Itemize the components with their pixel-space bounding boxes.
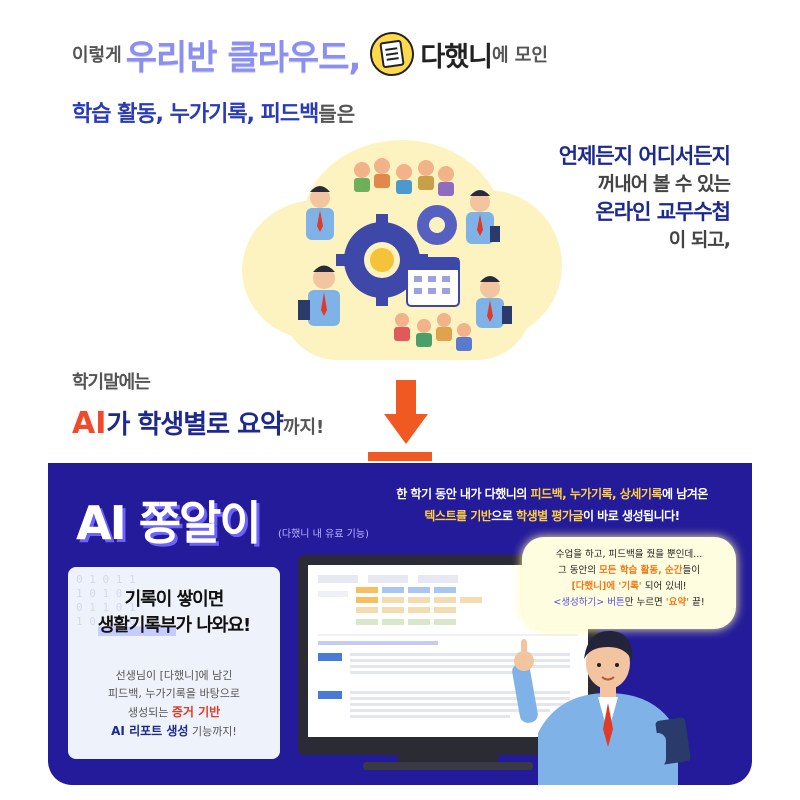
bubble-line4-a: <생성하기> 버튼 [553, 597, 625, 608]
calendar-icon [406, 257, 460, 307]
monitor-stand [398, 754, 498, 764]
pencil-note-icon [367, 29, 418, 79]
side-text-line2: 꺼내어 볼 수 있는 [597, 173, 731, 195]
card-title-line1: 기록이 쌓이면 [124, 589, 225, 610]
headline-row-1: 이렇게 우리반 클라우드, 다했니 에 모인 [72, 26, 548, 82]
mid-text: 학기말에는 AI가 학생별로 요약까지! [72, 368, 324, 441]
headline-row-2: 학습 활동, 누가기록, 피드백 들은 [72, 94, 355, 130]
card-body-line3-text: 생성되는 [127, 706, 172, 719]
card-body-line4-tail: 기능까지! [188, 725, 237, 738]
bubble-line3: [다했니]에 '기록' 되어 있네! [530, 579, 728, 595]
teacher-figure-top-left [306, 186, 334, 240]
ai-feature-panel: AI 쫑알이 (다했니 내 유료 기능) 한 학기 동안 내가 다했니의 피드백… [48, 463, 752, 785]
bubble-line3-a: [다했니]에 '기록' [571, 581, 642, 592]
arrow-base-bar [368, 452, 432, 461]
bubble-line4: <생성하기> 버튼만 누르면 '요약' 끝! [530, 595, 728, 611]
teacher-figure-bottom-left [298, 265, 340, 326]
monitor [298, 555, 598, 755]
bubble-line4-c: '요약' [665, 597, 690, 608]
card-title-highlight: 생활기록부 [97, 615, 177, 636]
teacher-figure-bottom-right [476, 276, 512, 328]
mid-text-line2: AI가 학생별로 요약까지! [72, 404, 324, 441]
desc2-d: 이 바로 생성됩니다! [582, 509, 680, 523]
mid-text-tail: 까지! [282, 417, 325, 438]
desc2-b: 으로 [491, 509, 517, 523]
bubble-line1: 수업을 하고, 피드백을 줬을 뿐인데... [555, 549, 703, 560]
bubble-line2: 그 동안의 모든 학습 활동, 순간들이 [530, 563, 728, 579]
card-body: 선생님이 [다했니]에 남긴 피드백, 누가기록을 바탕으로 생성되는 증거 기… [68, 667, 280, 741]
side-text-line3: 온라인 교무수첩 [595, 200, 731, 224]
mid-text-ai: AI [72, 406, 107, 441]
side-text: 언제든지 어디서든지 꺼내어 볼 수 있는 온라인 교무수첩 이 되고, [528, 142, 731, 254]
cloud-illustration [232, 130, 572, 370]
panel-description: 한 학기 동안 내가 다했니의 피드백, 누가기록, 상세기록에 남겨온 텍스트… [368, 483, 736, 527]
bubble-line4-b: 만 누르면 [624, 597, 666, 608]
card-title-tail: 가 나와요! [175, 615, 252, 636]
small-gear-icon [417, 205, 457, 245]
monitor-stand-base [363, 762, 533, 770]
desc2-a: 텍스트를 기반 [424, 509, 492, 523]
teacher-character [512, 630, 691, 785]
panel-subtitle: (다했니 내 유료 기능) [278, 529, 369, 540]
panel-description-line2: 텍스트를 기반으로 학생별 평가글이 바로 생성됩니다! [368, 505, 736, 527]
desc1-c: 에 남겨온 [661, 487, 708, 501]
bubble-line2-c: 들이 [682, 565, 700, 576]
mid-text-main: 가 학생별로 요약 [106, 410, 284, 440]
screen-mockup [318, 575, 578, 718]
card-body-line2: 피드백, 누가기록을 바탕으로 [108, 687, 240, 700]
speech-bubble: 수업을 하고, 피드백을 줬을 뿐인데... 그 동안의 모든 학습 활동, 순… [522, 537, 736, 629]
card-body-line3: 생성되는 증거 기반 [68, 703, 280, 722]
desc1-a: 한 학기 동안 내가 다했니의 [396, 487, 531, 501]
card-title-line2: 생활기록부가 나와요! [68, 613, 280, 639]
app-name: 다했니 [420, 41, 493, 73]
panel-title: AI 쫑알이 [76, 496, 262, 550]
teacher-figure-top-right [466, 190, 500, 244]
info-card: 0 1 0 1 11 0 1 0 00 1 1 0 11 0 0 1 0 기록이… [68, 567, 280, 759]
cloud-scene-svg [298, 158, 512, 351]
desc2-c: 학생별 평가글 [516, 509, 583, 523]
headline-line2: 학습 활동, 누가기록, 피드백 [72, 102, 319, 127]
card-body-line3-red: 증거 기반 [171, 705, 221, 719]
bubble-line4-d: 끝! [689, 597, 705, 608]
panel-description-line1: 한 학기 동안 내가 다했니의 피드백, 누가기록, 상세기록에 남겨온 [368, 483, 736, 505]
headline: 이렇게 우리반 클라우드, 다했니 에 모인 학습 활동, 누가기록, 피드백 … [60, 18, 620, 127]
cloud-name: 우리반 클라우드, [125, 37, 362, 78]
headline-line2-suffix: 들은 [318, 101, 356, 126]
card-body-line4-blue: AI 리포트 생성 [111, 724, 189, 738]
bubble-line2-b: 모든 학습 활동, 순간 [599, 565, 683, 576]
side-text-line1: 언제든지 어디서든지 [558, 144, 731, 168]
headline-suffix: 에 모인 [491, 45, 548, 66]
bubble-line3-b: 되어 있네! [641, 581, 687, 592]
gear-icon [336, 214, 428, 306]
side-text-line4: 이 되고, [668, 229, 731, 251]
card-body-line1: 선생님이 [다했니]에 남긴 [115, 669, 233, 682]
down-arrow-icon [384, 380, 428, 444]
card-title: 기록이 쌓이면 생활기록부가 나와요! [68, 587, 280, 639]
mid-text-line1: 학기말에는 [72, 372, 151, 393]
headline-prefix: 이렇게 [72, 45, 122, 66]
desc1-b: 피드백, 누가기록, 상세기록 [530, 487, 663, 501]
bubble-line2-a: 그 동안의 [558, 565, 600, 576]
students-group-bottom [394, 313, 472, 351]
card-body-line4: AI 리포트 생성 기능까지! [68, 722, 280, 741]
students-group-top [354, 158, 454, 196]
